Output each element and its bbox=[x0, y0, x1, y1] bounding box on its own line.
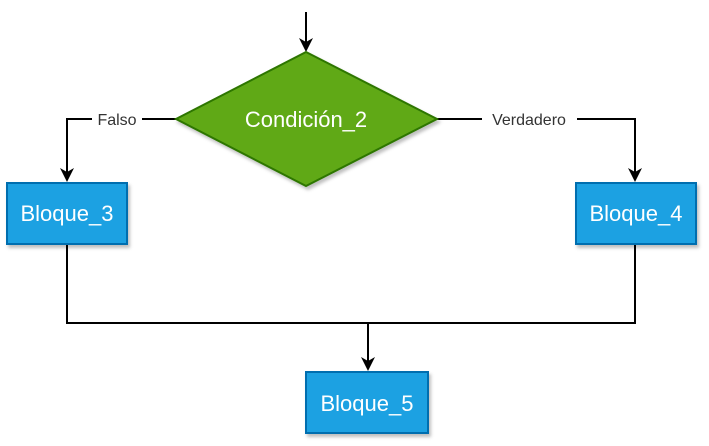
false-edge-label-group: Falso bbox=[92, 108, 142, 130]
block-5-label: Bloque_5 bbox=[321, 391, 414, 416]
merge-edge-left bbox=[66, 244, 368, 324]
merge-edge-right bbox=[368, 244, 636, 324]
block-4-node[interactable]: Bloque_4 bbox=[575, 182, 697, 245]
block-4-label: Bloque_4 bbox=[590, 201, 683, 226]
block-3-node[interactable]: Bloque_3 bbox=[6, 182, 128, 245]
block-4-shape bbox=[575, 182, 697, 245]
false-edge-label: Falso bbox=[97, 112, 136, 129]
condition-node[interactable]: Condición_2 bbox=[173, 50, 440, 188]
condition-diamond-shape bbox=[173, 50, 440, 188]
condition-label: Condición_2 bbox=[245, 107, 367, 132]
block-5-node[interactable]: Bloque_5 bbox=[305, 371, 429, 434]
block-3-label: Bloque_3 bbox=[21, 201, 114, 226]
true-edge-label-group: Verdadero bbox=[482, 108, 577, 130]
block-5-shape bbox=[305, 371, 429, 434]
true-edge-label: Verdadero bbox=[492, 112, 566, 129]
block-3-shape bbox=[6, 182, 128, 245]
